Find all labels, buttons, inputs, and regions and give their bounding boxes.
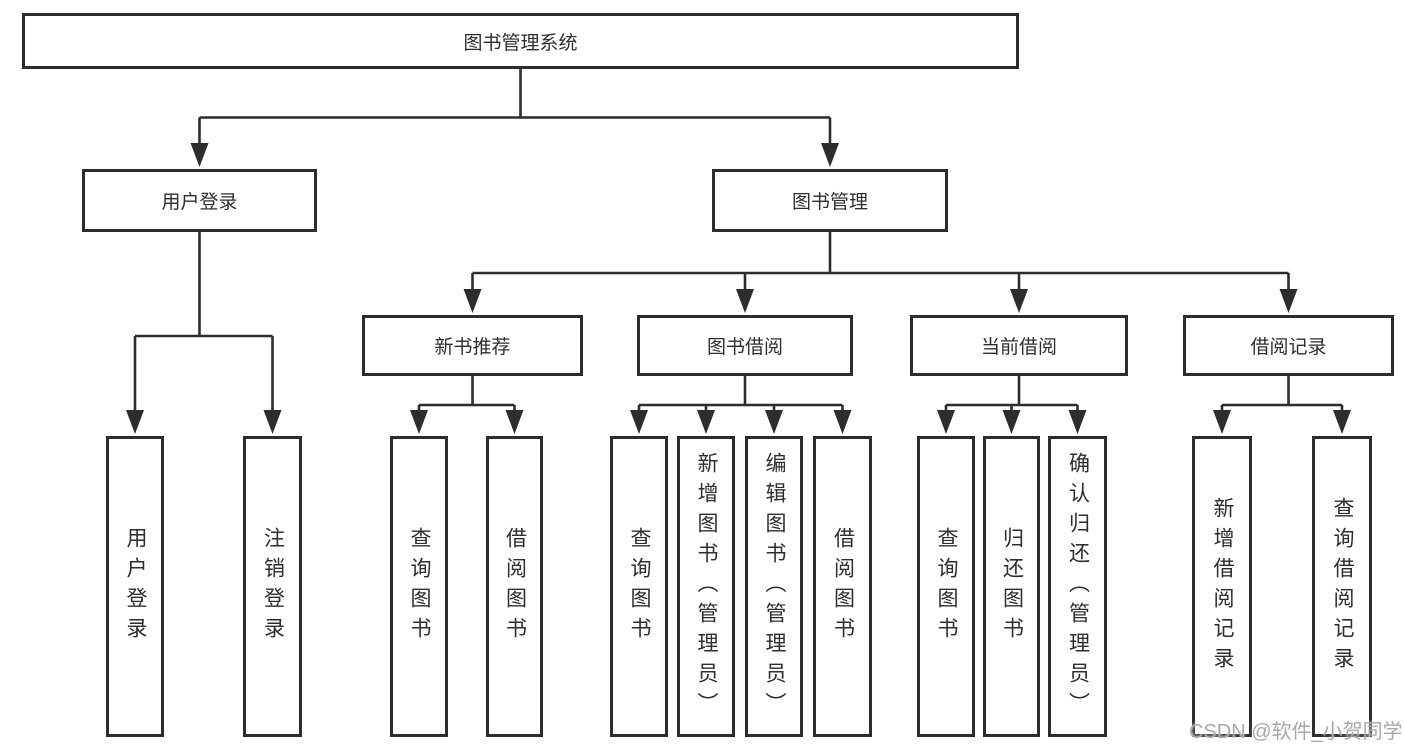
node-root-label: 图书管理系统 <box>463 32 578 54</box>
leaf-edit-book-admin: 编辑图书（管理员） <box>745 436 803 737</box>
arrowhead <box>833 410 852 434</box>
node-new-book-recommend: 新书推荐 <box>362 315 583 376</box>
leaf-borrow-books-2: 借阅图书 <box>813 436 872 737</box>
leaf-add-book-admin: 新增图书（管理员） <box>677 436 735 737</box>
node-current-borrow-label: 当前借阅 <box>980 337 1057 358</box>
edge-borrow-records-children <box>1220 376 1344 413</box>
leaf-return-book: 归还图书 <box>983 436 1040 737</box>
arrowhead <box>126 410 144 434</box>
edge-current-borrow-children <box>944 376 1079 413</box>
node-root: 图书管理系统 <box>22 13 1019 69</box>
leaf-logout: 注销登录 <box>243 436 302 737</box>
node-borrow-records-label: 借阅记录 <box>1250 337 1327 358</box>
node-new-book-recommend-label: 新书推荐 <box>434 337 511 358</box>
leaf-add-borrow-record-label: 新增借阅记录 <box>1211 496 1234 677</box>
leaf-query-books-1-label: 查询图书 <box>408 526 431 647</box>
arrowhead <box>1213 410 1231 434</box>
leaf-edit-book-admin-label: 编辑图书（管理员） <box>763 451 786 722</box>
edge-root-to-level1 <box>198 69 832 146</box>
node-book-management: 图书管理 <box>712 169 948 232</box>
edge-user-login-children <box>133 232 274 413</box>
leaf-query-books-2: 查询图书 <box>610 436 668 737</box>
arrowhead <box>630 410 648 434</box>
node-book-borrow: 图书借阅 <box>637 315 853 376</box>
leaf-logout-label: 注销登录 <box>261 526 285 647</box>
node-user-login-label: 用户登录 <box>161 192 238 213</box>
arrowhead <box>1002 410 1021 434</box>
leaf-query-borrow-record-label: 查询借阅记录 <box>1331 496 1354 677</box>
arrowhead <box>697 410 715 434</box>
edge-book-management-children <box>471 232 1290 292</box>
leaf-confirm-return-admin: 确认归还（管理员） <box>1048 436 1107 737</box>
arrowhead <box>505 410 524 434</box>
leaf-borrow-books-1: 借阅图书 <box>486 436 543 737</box>
leaf-add-borrow-record: 新增借阅记录 <box>1192 436 1252 737</box>
arrowhead <box>1279 289 1298 313</box>
leaf-query-borrow-record: 查询借阅记录 <box>1312 436 1372 737</box>
arrowhead <box>1068 410 1087 434</box>
leaf-query-books-1: 查询图书 <box>390 436 448 737</box>
watermark-text: CSDN @软件_小贺同学 <box>1189 721 1403 743</box>
node-current-borrow: 当前借阅 <box>910 315 1128 376</box>
leaf-add-book-admin-label: 新增图书（管理员） <box>695 451 718 722</box>
leaf-query-books-3-label: 查询图书 <box>935 526 958 647</box>
arrowhead <box>190 143 209 167</box>
node-book-management-label: 图书管理 <box>791 192 868 213</box>
edge-book-borrow-children <box>637 376 844 413</box>
leaf-query-books-2-label: 查询图书 <box>628 526 651 647</box>
leaf-user-login-label: 用户登录 <box>124 526 147 647</box>
leaf-borrow-books-1-label: 借阅图书 <box>503 526 527 647</box>
edge-new-book-recommend-children <box>417 376 516 413</box>
leaf-confirm-return-admin-label: 确认归还（管理员） <box>1066 451 1090 722</box>
leaf-user-login: 用户登录 <box>106 436 164 737</box>
arrowhead <box>1333 410 1351 434</box>
arrowhead <box>937 410 955 434</box>
leaf-return-book-label: 归还图书 <box>1000 526 1024 647</box>
arrowhead <box>736 289 754 313</box>
leaf-borrow-books-2-label: 借阅图书 <box>831 526 855 647</box>
arrowhead <box>463 289 482 313</box>
arrowhead <box>765 410 783 434</box>
arrowhead <box>1010 289 1028 313</box>
arrowhead <box>821 143 839 167</box>
node-book-borrow-label: 图书借阅 <box>706 337 783 358</box>
arrowhead <box>263 410 282 434</box>
node-user-login: 用户登录 <box>82 169 317 232</box>
leaf-query-books-3: 查询图书 <box>917 436 975 737</box>
arrowhead <box>410 410 428 434</box>
node-borrow-records: 借阅记录 <box>1183 315 1394 376</box>
